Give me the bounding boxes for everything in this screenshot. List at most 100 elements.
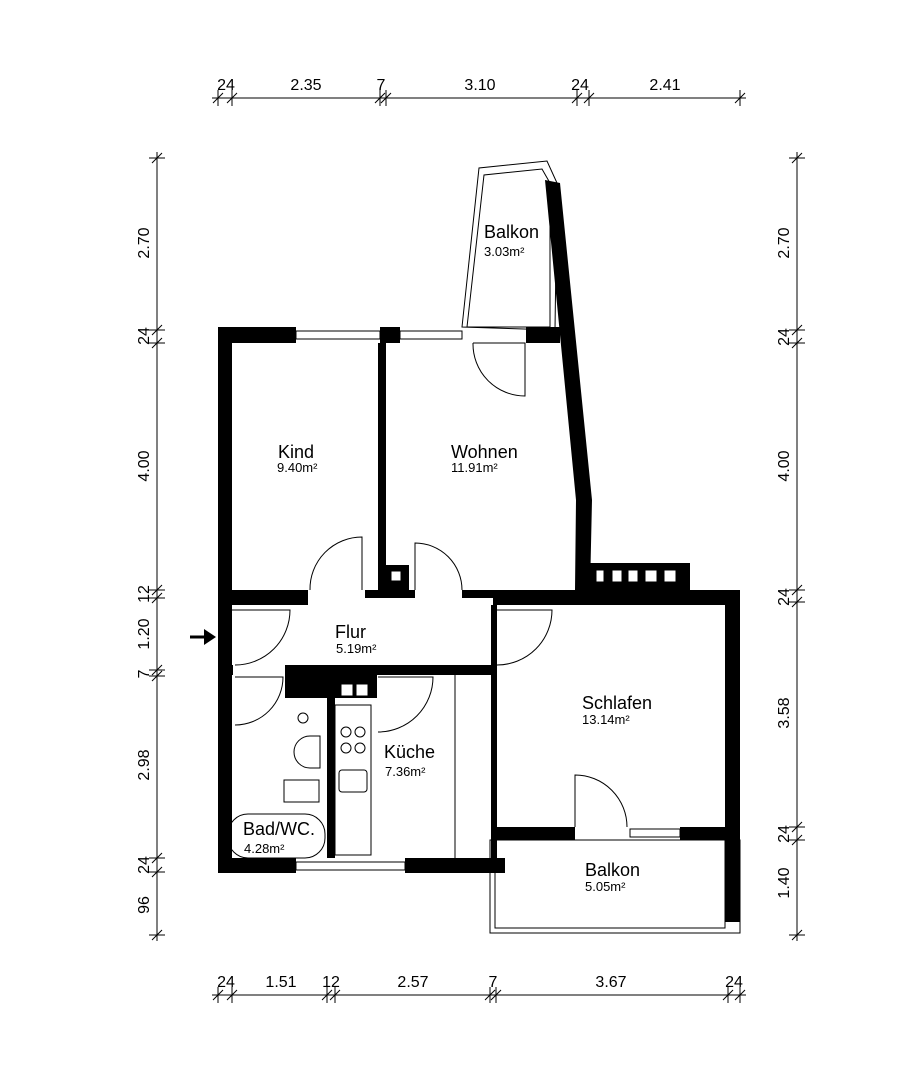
dim-label: 12 [136,585,153,603]
room-balkon-top: Balkon 3.03m² [484,222,539,259]
dim-label: 3.10 [464,77,495,94]
room-area: 4.28m² [244,841,285,856]
dimension-tick [791,152,803,164]
dim-label: 2.70 [776,227,793,258]
room-area: 9.40m² [277,460,318,475]
dim-label: 12 [322,974,340,991]
dimension-tick [151,664,163,676]
toilet-icon [283,779,320,803]
arrow-right-icon [190,629,216,645]
stove-burner-icon [354,726,366,738]
dimension-tick [151,584,163,596]
dim-label: 1.40 [776,867,793,898]
dimension-tick [734,92,746,104]
dim-label: 24 [217,77,235,94]
dimension-tick [490,989,502,1001]
room-kind: Kind 9.40m² [277,442,318,475]
dimension-tick [583,92,595,104]
dimension-tick [151,670,163,682]
dimension-tick [212,989,224,1001]
stove-burner-icon [340,742,352,754]
room-flur: Flur 5.19m² [335,622,377,656]
dimension-lines [149,90,805,1003]
dimension-tick [151,929,163,941]
dimension-tick [722,989,734,1001]
sink-icon [293,735,321,769]
dim-label: 4.00 [776,450,793,481]
room-area: 7.36m² [385,764,426,779]
dim-label: 7 [377,77,386,94]
room-area: 5.05m² [585,879,626,894]
bathroom-fixtures [227,712,326,859]
dim-label: 2.70 [136,227,153,258]
dim-label: 2.41 [649,77,680,94]
dim-label: 2.35 [290,77,321,94]
dim-label: 2.57 [397,974,428,991]
dimension-tick [791,821,803,833]
room-area: 3.03m² [484,244,525,259]
room-wohnen: Wohnen 11.91m² [451,442,518,475]
dimension-tick [151,592,163,604]
room-name: Flur [335,622,366,642]
dimension-tick [791,834,803,846]
dimension-tick [329,989,341,1001]
dim-label: 24 [571,77,589,94]
room-name: Wohnen [451,442,518,462]
dim-label: 2.98 [136,749,153,780]
room-area: 13.14m² [582,712,630,727]
dim-label: 96 [136,896,153,914]
dimension-tick [212,92,224,104]
dimension-tick [791,584,803,596]
room-kueche: Küche 7.36m² [384,742,435,779]
dim-label: 24 [776,825,793,843]
dimension-tick [226,92,238,104]
room-bad-wc: Bad/WC. 4.28m² [243,819,315,856]
dimension-tick [321,989,333,1001]
dimension-tick [151,324,163,336]
stove-burner-icon [354,742,366,754]
dimension-tick [791,324,803,336]
stove-burner-icon [340,726,352,738]
dimension-tick [151,852,163,864]
dimension-tick [791,596,803,608]
dimensions-left: 2.70 24 4.00 12 1.20 7 2.98 24 96 [136,227,153,914]
dimension-tick [151,866,163,878]
doors [232,342,628,858]
dim-label: 24 [136,856,153,874]
windows [295,330,681,871]
dimension-tick [791,337,803,349]
kitchen-sink-icon [338,769,368,793]
room-area: 5.19m² [336,641,377,656]
dim-label: 4.00 [136,450,153,481]
dimensions-top: 24 2.35 7 3.10 24 2.41 [217,77,681,94]
dim-label: 24 [776,328,793,346]
bathtub-icon [227,813,326,859]
dim-label: 3.58 [776,697,793,728]
dim-label: 24 [725,974,743,991]
dimensions-bottom: 24 1.51 12 2.57 7 3.67 24 [217,974,743,991]
dim-label: 1.51 [265,974,296,991]
dimension-tick [734,989,746,1001]
dimensions-right: 2.70 24 4.00 24 3.58 24 1.40 [776,227,793,898]
dim-label: 7 [489,974,498,991]
room-name: Bad/WC. [243,819,315,839]
room-name: Balkon [585,860,640,880]
dimension-tick [151,152,163,164]
dim-label: 24 [136,327,153,345]
dimension-tick [380,92,392,104]
dimension-tick [571,92,583,104]
dimension-tick [484,989,496,1001]
drain-icon [297,712,309,724]
dimension-tick [374,92,386,104]
room-name: Schlafen [582,693,652,713]
dim-label: 7 [136,669,153,678]
dimension-tick [151,337,163,349]
room-name: Küche [384,742,435,762]
room-balkon-bottom: Balkon 5.05m² [585,860,640,894]
kitchen-fixtures [334,704,372,856]
room-area: 11.91m² [451,460,498,475]
dimension-tick [226,989,238,1001]
dim-label: 24 [217,974,235,991]
dimension-tick [791,929,803,941]
